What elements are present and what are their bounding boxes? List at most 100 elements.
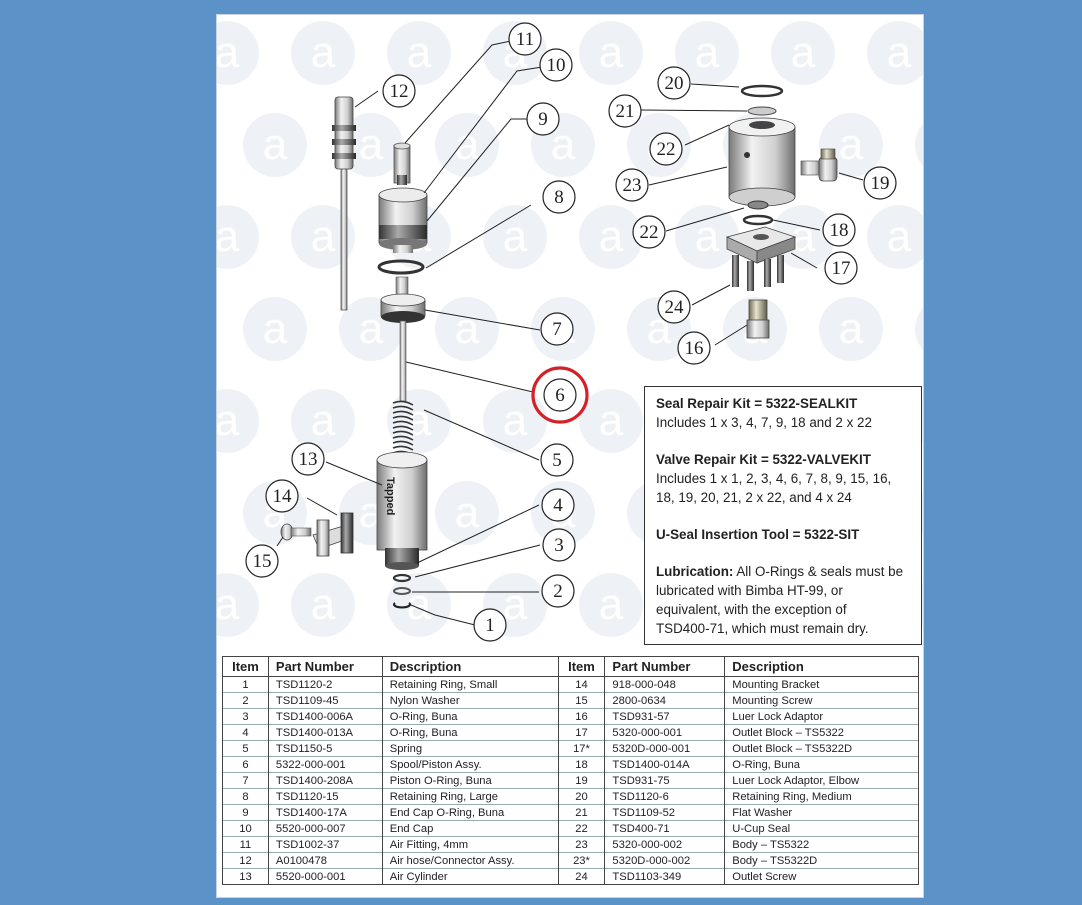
table-cell: 16 bbox=[557, 708, 606, 725]
seal-kit-body: Includes 1 x 3, 4, 7, 9, 18 and 2 x 22 bbox=[656, 415, 872, 430]
table-cell: Outlet Block – TS5322 bbox=[724, 724, 919, 741]
watermark-circle bbox=[915, 307, 923, 351]
spring-coil bbox=[392, 420, 414, 426]
table-cell: 19 bbox=[557, 772, 606, 789]
watermark-circle bbox=[217, 573, 259, 637]
table-cell: 2 bbox=[222, 692, 269, 709]
table-cell: Luer Lock Adaptor, Elbow bbox=[724, 772, 919, 789]
callout-number: 3 bbox=[554, 535, 564, 556]
watermark-glyph: a bbox=[695, 212, 720, 261]
table-cell: 5322-000-001 bbox=[267, 756, 383, 773]
spring-coil bbox=[392, 400, 414, 406]
callout-c22a: 22 bbox=[649, 132, 683, 166]
callout-number: 8 bbox=[554, 187, 564, 208]
callout-circle bbox=[508, 22, 542, 56]
watermark-glyph: a bbox=[599, 28, 624, 77]
table-cell: 14 bbox=[557, 676, 606, 693]
callout-c2: 2 bbox=[541, 574, 575, 608]
callout-number: 6 bbox=[555, 385, 565, 406]
table-cell: Outlet Screw bbox=[724, 868, 919, 885]
spring-coil bbox=[392, 430, 414, 436]
watermark-glyph: a bbox=[503, 212, 528, 261]
table-cell: 22 bbox=[557, 820, 606, 837]
callout-circle bbox=[657, 66, 691, 100]
callout-number: 16 bbox=[685, 338, 704, 359]
watermark-circle bbox=[867, 205, 923, 269]
table-cell: Body – TS5322D bbox=[724, 852, 919, 869]
exploded-diagram: Tapped bbox=[245, 22, 897, 642]
watermark-glyph: a bbox=[217, 580, 240, 629]
callout-circle bbox=[540, 443, 574, 477]
lubrication-body-4: TSD400-71, which must remain dry. bbox=[656, 621, 869, 636]
watermark-circle bbox=[435, 481, 499, 545]
callout-number: 22 bbox=[640, 222, 659, 243]
callout-circle bbox=[539, 48, 573, 82]
callout-circle bbox=[649, 132, 683, 166]
seal-kit-title: Seal Repair Kit = 5322-SEALKIT bbox=[656, 396, 858, 411]
retaining-ring-large-part bbox=[377, 259, 425, 275]
watermark-glyph: a bbox=[359, 120, 384, 169]
watermark-glyph: a bbox=[791, 212, 816, 261]
watermark-circle bbox=[435, 113, 499, 177]
callout-number: 2 bbox=[553, 581, 563, 602]
watermark-circle bbox=[217, 205, 259, 269]
watermark-glyph: a bbox=[839, 304, 864, 353]
spring-coil bbox=[392, 410, 414, 416]
callout-c7: 7 bbox=[540, 312, 574, 346]
callout-number: 5 bbox=[552, 450, 562, 471]
callout-number: 10 bbox=[547, 55, 566, 76]
watermark-glyph: a bbox=[887, 212, 912, 261]
watermark-circle bbox=[867, 21, 923, 85]
table-cell: 17* bbox=[557, 740, 606, 757]
callout-c15: 15 bbox=[245, 544, 279, 578]
column-header: Part Number bbox=[267, 656, 383, 677]
table-cell: TSD1109-52 bbox=[604, 804, 726, 821]
highlight-circle bbox=[531, 366, 589, 424]
callout-c23: 23 bbox=[615, 168, 649, 202]
table-cell: 2800-0634 bbox=[604, 692, 726, 709]
table-cell: 4 bbox=[222, 724, 269, 741]
nylon-washer-part bbox=[393, 587, 411, 595]
table-cell: O-Ring, Buna bbox=[724, 756, 919, 773]
spring-coil bbox=[392, 435, 414, 441]
watermark-circle bbox=[291, 21, 355, 85]
outlet-screws-part bbox=[732, 255, 784, 291]
watermark-glyph: a bbox=[217, 28, 240, 77]
table-cell: TSD1120-6 bbox=[604, 788, 726, 805]
o-ring-buna-part bbox=[742, 214, 774, 226]
table-cell: U-Cup Seal bbox=[724, 820, 919, 837]
callout-circle bbox=[822, 213, 856, 247]
table-cell: Spring bbox=[381, 740, 559, 757]
watermark-glyph: a bbox=[599, 212, 624, 261]
watermark-circle bbox=[217, 21, 259, 85]
watermark-circle bbox=[387, 21, 451, 85]
callout-c13: 13 bbox=[291, 442, 325, 476]
lubrication-title: Lubrication: bbox=[656, 564, 734, 579]
table-cell: TSD931-75 bbox=[604, 772, 726, 789]
watermark-circle bbox=[915, 123, 923, 167]
callout-c14: 14 bbox=[265, 479, 299, 513]
callout-number: 15 bbox=[253, 551, 272, 572]
table-cell: Mounting Screw bbox=[724, 692, 919, 709]
table-cell: TSD1120-15 bbox=[267, 788, 383, 805]
table-cell: 10 bbox=[222, 820, 269, 837]
watermark-circle bbox=[675, 21, 739, 85]
callout-c21: 21 bbox=[608, 94, 642, 128]
table-cell: TSD1400-208A bbox=[267, 772, 383, 789]
callout-circle bbox=[291, 442, 325, 476]
callout-c9: 9 bbox=[526, 102, 560, 136]
column-header: Description bbox=[724, 656, 919, 677]
valve-kit-body-1: Includes 1 x 1, 2, 3, 4, 6, 7, 8, 9, 15,… bbox=[656, 471, 892, 486]
table-cell: 9 bbox=[222, 804, 269, 821]
table-cell: Body – TS5322 bbox=[724, 836, 919, 853]
watermark-glyph: a bbox=[599, 580, 624, 629]
table-cell: 5520-000-007 bbox=[267, 820, 383, 837]
lubrication-body-3: equivalent, with the exception of bbox=[656, 602, 847, 617]
